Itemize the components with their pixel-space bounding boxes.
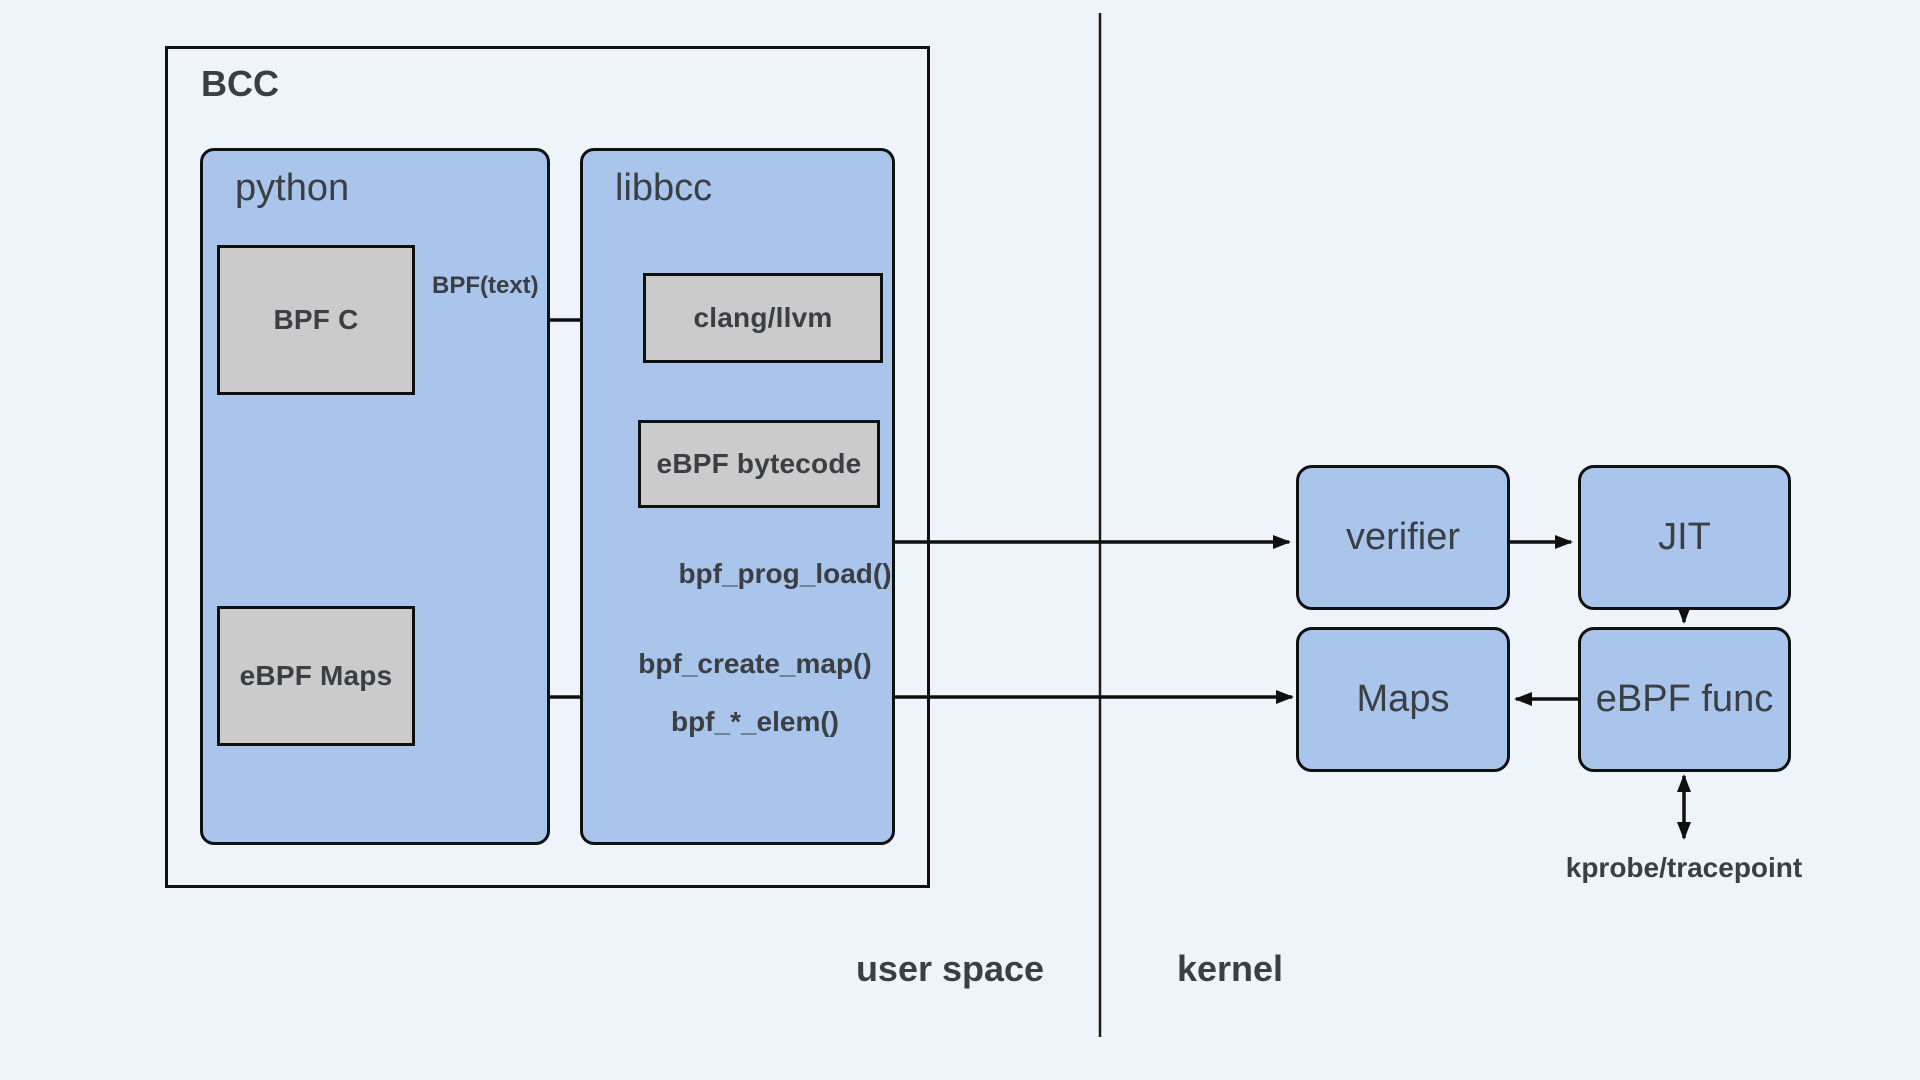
node-bpf-c: BPF C	[217, 245, 415, 395]
node-kernel-maps: Maps	[1296, 627, 1510, 772]
node-bpf-c-label: BPF C	[273, 304, 359, 335]
edge-label-kprobe-tracepoint: kprobe/tracepoint	[1565, 852, 1803, 883]
node-ebpf-maps-label: eBPF Maps	[239, 660, 393, 691]
node-ebpf-func-label: eBPF func	[1595, 678, 1774, 720]
node-ebpf-bytecode: eBPF bytecode	[638, 420, 880, 508]
node-kernel-maps-label: Maps	[1356, 678, 1450, 720]
bcc-title: BCC	[201, 63, 279, 104]
edge-label-bpf-create-map: bpf_create_map()	[638, 648, 872, 679]
edge-label-bpf-prog-load: bpf_prog_load()	[678, 558, 892, 589]
node-verifier-label: verifier	[1345, 516, 1461, 558]
edge-label-bpf-elem: bpf_*_elem()	[670, 706, 840, 737]
edge-label-bpf-text: BPF(text)	[432, 272, 539, 299]
node-ebpf-maps: eBPF Maps	[217, 606, 415, 746]
python-group-title: python	[235, 167, 350, 209]
node-jit: JIT	[1578, 465, 1791, 610]
zone-label-kernel: kernel	[1176, 948, 1284, 989]
bcc-container-box: BCC	[165, 46, 930, 888]
node-clang-llvm: clang/llvm	[643, 273, 883, 363]
node-clang-llvm-label: clang/llvm	[693, 302, 833, 333]
libbcc-group-title: libbcc	[615, 167, 713, 209]
node-verifier: verifier	[1296, 465, 1510, 610]
zone-label-user-space: user space	[855, 948, 1045, 989]
node-ebpf-func: eBPF func	[1578, 627, 1791, 772]
node-ebpf-bytecode-label: eBPF bytecode	[656, 448, 862, 479]
node-jit-label: JIT	[1658, 516, 1711, 558]
